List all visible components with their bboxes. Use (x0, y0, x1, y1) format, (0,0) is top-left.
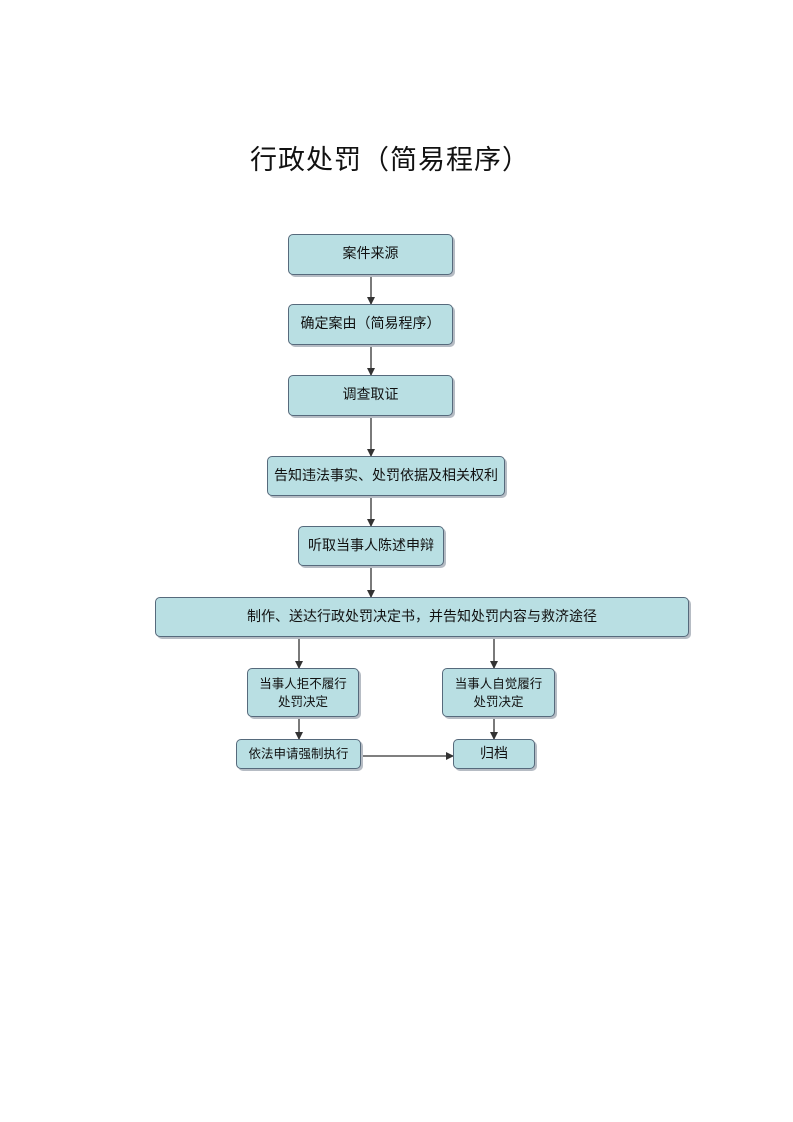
node-archive: 归档 (453, 739, 535, 769)
node-comply-line1: 当事人自觉履行 (454, 675, 543, 691)
node-investigate: 调查取证 (288, 375, 453, 416)
node-determine-cause: 确定案由（简易程序） (288, 304, 453, 345)
node-inform-rights: 告知违法事实、处罚依据及相关权利 (267, 456, 505, 496)
node-case-source-label: 案件来源 (342, 246, 399, 262)
node-refuse-to-comply: 当事人拒不履行 处罚决定 (247, 668, 359, 717)
node-inform-rights-label: 告知违法事实、处罚依据及相关权利 (274, 467, 498, 484)
node-case-source: 案件来源 (288, 234, 453, 275)
node-hear-defense: 听取当事人陈述申辩 (298, 526, 444, 566)
node-determine-cause-label: 确定案由（简易程序） (300, 316, 441, 332)
node-voluntary-comply: 当事人自觉履行 处罚决定 (442, 668, 555, 717)
node-issue-decision-label: 制作、送达行政处罚决定书，并告知处罚内容与救济途径 (247, 608, 597, 625)
node-enforce-label: 依法申请强制执行 (248, 746, 349, 761)
node-issue-decision: 制作、送达行政处罚决定书，并告知处罚内容与救济途径 (155, 597, 689, 637)
page-title: 行政处罚（简易程序） (250, 145, 530, 176)
node-refuse-line1: 当事人拒不履行 (259, 675, 347, 691)
node-comply-line2: 处罚决定 (473, 693, 524, 709)
node-enforce: 依法申请强制执行 (236, 739, 361, 769)
node-archive-label: 归档 (480, 745, 508, 762)
node-refuse-line2: 处罚决定 (277, 693, 328, 709)
node-investigate-label: 调查取证 (342, 387, 399, 403)
node-hear-defense-label: 听取当事人陈述申辩 (308, 537, 434, 554)
